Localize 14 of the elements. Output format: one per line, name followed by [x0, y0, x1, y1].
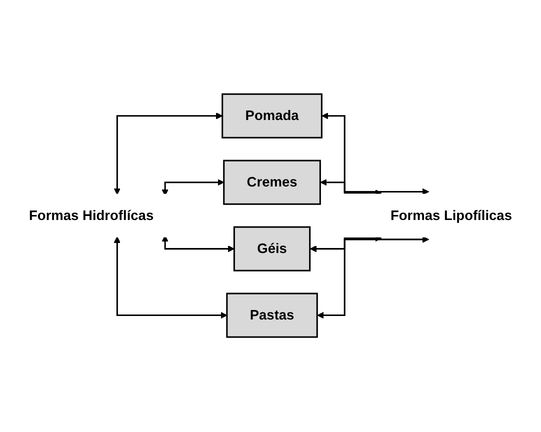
arrow	[162, 236, 234, 253]
arrow	[322, 112, 430, 196]
arrow	[320, 179, 382, 197]
node-box: Pastas	[226, 293, 318, 338]
arrow	[114, 236, 228, 320]
arrow	[310, 235, 382, 253]
node-box: Cremes	[223, 160, 321, 206]
node-box: Pomada	[222, 94, 322, 139]
node-box: Géis	[233, 226, 311, 272]
arrow	[317, 236, 430, 320]
arrow	[114, 112, 223, 196]
node-text: Formas Hidroflícas	[29, 208, 154, 224]
node-text: Formas Lipofílicas	[390, 208, 512, 224]
arrow	[162, 179, 224, 196]
